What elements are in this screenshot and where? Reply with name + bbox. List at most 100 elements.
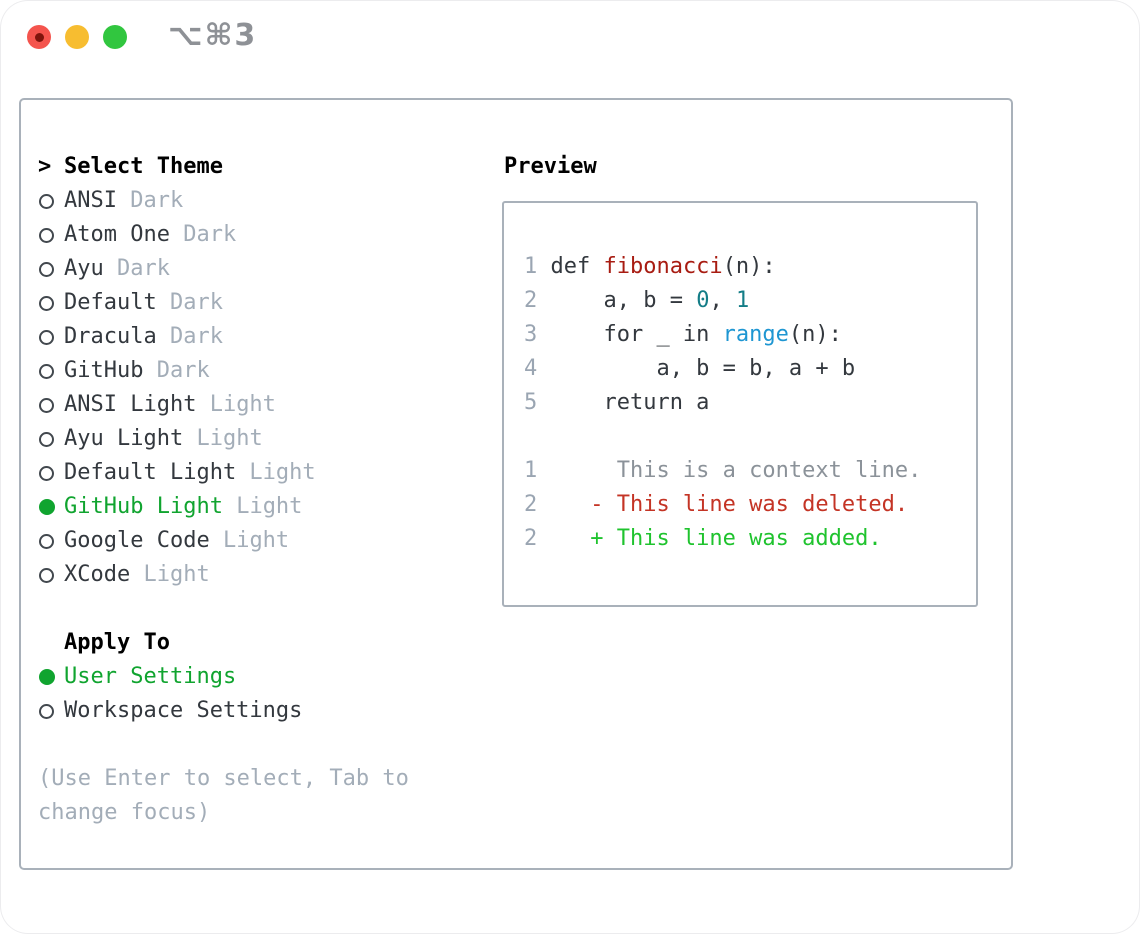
apply-to-header: Apply To: [38, 626, 409, 660]
radio-selected-icon: [39, 669, 55, 685]
hint-line: change focus): [38, 800, 211, 825]
theme-option[interactable]: ANSI Light Light: [38, 388, 409, 422]
option-label: GitHub: [64, 358, 144, 383]
theme-variant-label: Dark: [116, 188, 184, 213]
keyboard-hint: (Use Enter to select, Tab to change focus…: [38, 762, 409, 830]
option-label: Atom One: [64, 222, 170, 247]
code-line: 2 + This line was added.: [524, 522, 976, 556]
option-label: Default: [64, 290, 157, 315]
radio-unselected-icon: [39, 567, 54, 583]
code-token: def: [550, 254, 604, 279]
code-line: 1 This is a context line.: [524, 454, 976, 488]
code-line: [524, 420, 976, 454]
radio-unselected-icon: [39, 261, 54, 277]
radio-unselected-icon: [39, 295, 54, 311]
code-token: (n):: [722, 254, 776, 279]
code-token: fibonacci: [603, 254, 723, 279]
apply-to-title: Apply To: [64, 630, 170, 655]
titlebar: ⌥⌘3: [0, 0, 1140, 75]
code-token: This is a context line.: [550, 458, 922, 483]
zoom-button[interactable]: [103, 25, 127, 49]
code-token: range: [722, 322, 789, 347]
code-token: (n):: [788, 322, 842, 347]
theme-variant-label: Light: [196, 392, 276, 417]
code-line: 4 a, b = b, a + b: [524, 352, 976, 386]
code-token: 1: [735, 288, 750, 313]
theme-option[interactable]: Google Code Light: [38, 524, 409, 558]
radio-unselected-icon: [39, 363, 54, 379]
theme-variant-label: Dark: [169, 222, 237, 247]
option-label: XCode: [64, 562, 131, 587]
theme-option[interactable]: Ayu Light Light: [38, 422, 409, 456]
line-number: 2: [524, 288, 551, 313]
theme-option[interactable]: Dracula Dark: [38, 320, 409, 354]
theme-option[interactable]: GitHub Light Light: [38, 490, 409, 524]
option-label: GitHub Light: [64, 494, 223, 519]
theme-variant-label: Dark: [156, 324, 223, 349]
option-label: User Settings: [64, 664, 237, 689]
theme-option[interactable]: GitHub Dark: [38, 354, 409, 388]
theme-option[interactable]: ANSI Dark: [38, 184, 409, 218]
close-button[interactable]: [27, 25, 51, 49]
code-line: 2 - This line was deleted.: [524, 488, 976, 522]
unsaved-dot-icon: [34, 32, 44, 42]
option-label: Ayu: [64, 256, 104, 281]
radio-unselected-icon: [39, 465, 54, 481]
apply-option[interactable]: Workspace Settings: [38, 694, 409, 728]
code-token: for _ in: [550, 322, 723, 347]
code-token: a, b = b, a + b: [550, 356, 856, 381]
preview-title: Preview: [504, 154, 597, 179]
theme-variant-label: Dark: [103, 256, 170, 281]
minimize-button[interactable]: [65, 25, 89, 49]
preview-column: Preview 1 def fibonacci(n):2 a, b = 0, 1…: [502, 150, 978, 607]
cursor-marker: >: [38, 154, 52, 179]
radio-unselected-icon: [39, 329, 54, 345]
line-number: 5: [524, 390, 551, 415]
line-number: 2: [524, 492, 551, 517]
code-token: return a: [550, 390, 710, 415]
code-line: 3 for _ in range(n):: [524, 318, 976, 352]
radio-selected-icon: [39, 499, 55, 515]
option-label: ANSI: [64, 188, 117, 213]
line-number: 4: [524, 356, 551, 381]
select-theme-header: > Select Theme: [38, 150, 409, 184]
theme-option[interactable]: Default Light Light: [38, 456, 409, 490]
theme-option[interactable]: Atom One Dark: [38, 218, 409, 252]
radio-unselected-icon: [39, 227, 54, 243]
line-number: 2: [524, 526, 551, 551]
theme-variant-label: Light: [130, 562, 210, 587]
hint-line: (Use Enter to select, Tab to: [38, 766, 409, 791]
option-label: Default Light: [64, 460, 237, 485]
theme-variant-label: Light: [209, 528, 290, 553]
theme-option[interactable]: Default Dark: [38, 286, 409, 320]
line-number: 1: [524, 254, 551, 279]
code-line: 5 return a: [524, 386, 976, 420]
radio-unselected-icon: [39, 703, 54, 719]
apply-option[interactable]: User Settings: [38, 660, 409, 694]
code-line: 2 a, b = 0, 1: [524, 284, 976, 318]
option-label: Google Code: [64, 528, 210, 553]
option-label: Workspace Settings: [64, 698, 303, 723]
code-line: 1 def fibonacci(n):: [524, 250, 976, 284]
radio-unselected-icon: [39, 397, 54, 413]
select-theme-title: Select Theme: [64, 154, 223, 179]
theme-variant-label: Light: [236, 460, 316, 485]
code-token: - This line was deleted.: [550, 492, 909, 517]
radio-unselected-icon: [39, 533, 54, 549]
code-token: + This line was added.: [550, 526, 882, 551]
theme-option[interactable]: Ayu Dark: [38, 252, 409, 286]
theme-option[interactable]: XCode Light: [38, 558, 409, 592]
code-token: a, b =: [550, 288, 697, 313]
option-label: Ayu Light: [64, 426, 184, 451]
code-token: 0: [696, 288, 710, 313]
radio-unselected-icon: [39, 431, 54, 447]
option-label: Dracula: [64, 324, 157, 349]
theme-variant-label: Light: [222, 494, 303, 519]
window-title-shortcut: ⌥⌘3: [168, 18, 258, 53]
radio-unselected-icon: [39, 193, 54, 209]
